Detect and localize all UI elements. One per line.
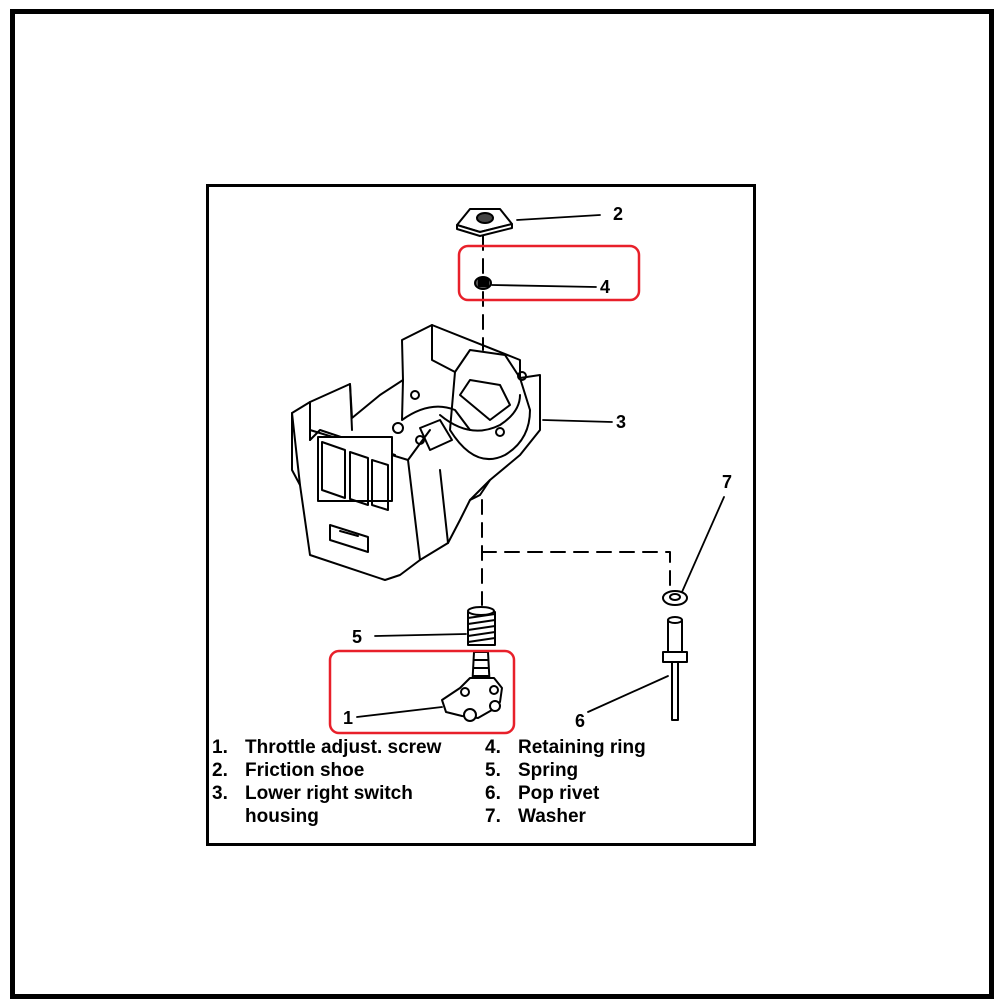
figure-box <box>206 184 756 846</box>
pop-rivet-part <box>662 616 688 721</box>
legend-right: 4. Retaining ring 5. Spring 6. Pop rivet… <box>485 736 646 828</box>
legend-item: 1. Throttle adjust. screw <box>212 736 441 759</box>
legend-item: 5. Spring <box>485 759 646 782</box>
legend-text: Retaining ring <box>518 737 646 758</box>
highlight-boxes <box>328 244 641 735</box>
legend-number: 7. <box>485 806 501 827</box>
assembly-lines <box>481 235 671 606</box>
callout-2: 2 <box>613 204 624 224</box>
legend-text: Washer <box>518 806 586 827</box>
legend-item: 2. Friction shoe <box>212 759 441 782</box>
callout-4: 4 <box>600 277 611 297</box>
legend-item: 7. Washer <box>485 805 646 828</box>
legend-text: Spring <box>518 760 579 781</box>
callout-5: 5 <box>352 627 363 647</box>
legend-item: 4. Retaining ring <box>485 736 646 759</box>
legend-number: 5. <box>485 760 501 781</box>
legend-text: housing <box>245 806 319 827</box>
legend-text: Friction shoe <box>245 760 365 781</box>
legend-number: 2. <box>212 760 228 781</box>
legend-text: Lower right switch <box>245 783 413 804</box>
legend-left: 1. Throttle adjust. screw 2. Friction sh… <box>212 736 441 828</box>
spring-part <box>467 606 496 646</box>
legend-text: Throttle adjust. screw <box>245 737 442 758</box>
callout-1: 1 <box>343 708 354 728</box>
legend-number: 6. <box>485 783 501 804</box>
switch-housing-part <box>291 324 541 581</box>
retaining-ring-part <box>474 276 492 290</box>
legend-number: 4. <box>485 737 501 758</box>
legend-text: Pop rivet <box>518 783 600 804</box>
washer-part <box>662 590 688 606</box>
leader-lines <box>356 214 725 718</box>
legend-number: 1. <box>212 737 228 758</box>
throttle-screw-part <box>441 651 503 722</box>
callout-3: 3 <box>616 412 627 432</box>
legend-number <box>212 805 245 828</box>
legend-item: 3. Lower right switch <box>212 782 441 805</box>
legend-item: housing <box>212 805 441 828</box>
legend-number: 3. <box>212 783 228 804</box>
legend-item: 6. Pop rivet <box>485 782 646 805</box>
callout-7: 7 <box>722 472 733 492</box>
callout-6: 6 <box>575 711 586 731</box>
friction-shoe-part <box>456 208 513 237</box>
